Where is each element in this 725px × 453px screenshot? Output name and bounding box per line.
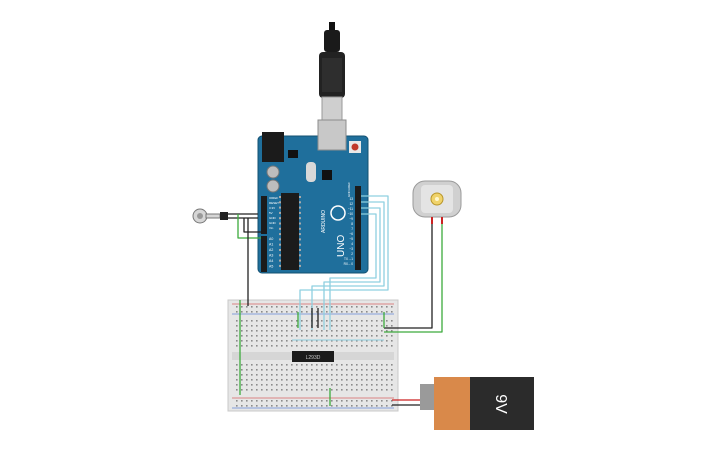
digital-pin-label: 2: [351, 252, 353, 256]
chip-label: L293D: [306, 355, 321, 361]
arduino-logo-icon: [330, 205, 346, 221]
digital-pin-label: TX→1: [344, 257, 353, 261]
digital-pin-label: 7: [351, 227, 353, 231]
usb-cable: [319, 22, 345, 123]
dc-motor[interactable]: [412, 180, 462, 224]
power-pin-label: GND: [269, 221, 277, 225]
analog-pin-label: A4: [269, 259, 273, 263]
digital-pin-label: ~9: [349, 217, 353, 221]
power-header: [261, 196, 267, 234]
analog-header: [261, 236, 267, 272]
battery-9v[interactable]: 9V: [420, 377, 534, 430]
digital-pin-label: 12: [349, 202, 353, 206]
digital-pin-label: 4: [351, 242, 353, 246]
analog-pin-label: A0: [269, 237, 273, 241]
aref-label: AREF: [347, 182, 351, 190]
digital-pin-label: 8: [351, 222, 353, 226]
reset-button[interactable]: [351, 143, 359, 151]
arduino-uno-board[interactable]: ARDUINO UNO AREF GND 1312~11~10~987~6~54…: [257, 119, 369, 274]
analog-pin-label: A1: [269, 243, 273, 247]
wires: [237, 195, 443, 406]
digital-header: [355, 186, 361, 270]
digital-pin-label: ~11: [348, 207, 353, 211]
l293d-chip[interactable]: L293D: [292, 351, 334, 362]
power-pin-label: Vin: [269, 226, 274, 230]
analog-pin-label: A3: [269, 254, 273, 258]
atmega-chip: [281, 193, 299, 270]
board-model-label: UNO: [336, 235, 347, 257]
digital-pin-label: ~5: [349, 237, 353, 241]
analog-pin-label: A5: [269, 265, 273, 269]
power-pin-label: IOREF: [269, 196, 278, 200]
digital-pin-label: ~3: [349, 247, 353, 251]
digital-pin-label: 13: [349, 197, 353, 201]
battery-label: 9V: [492, 394, 509, 414]
force-sensor[interactable]: [192, 208, 258, 224]
power-pin-label: 3.3V: [269, 206, 275, 210]
analog-pin-label: A2: [269, 248, 273, 252]
digital-pin-label: RX←0: [344, 262, 354, 266]
power-pin-label: RESET: [269, 201, 279, 205]
digital-pin-label: ~6: [349, 232, 353, 236]
power-pin-label: 5V: [269, 211, 273, 215]
board-brand-label: ARDUINO: [321, 210, 327, 233]
gnd-label: GND: [347, 190, 351, 198]
power-pin-label: GND: [269, 216, 277, 220]
digital-pin-label: ~10: [348, 212, 354, 216]
